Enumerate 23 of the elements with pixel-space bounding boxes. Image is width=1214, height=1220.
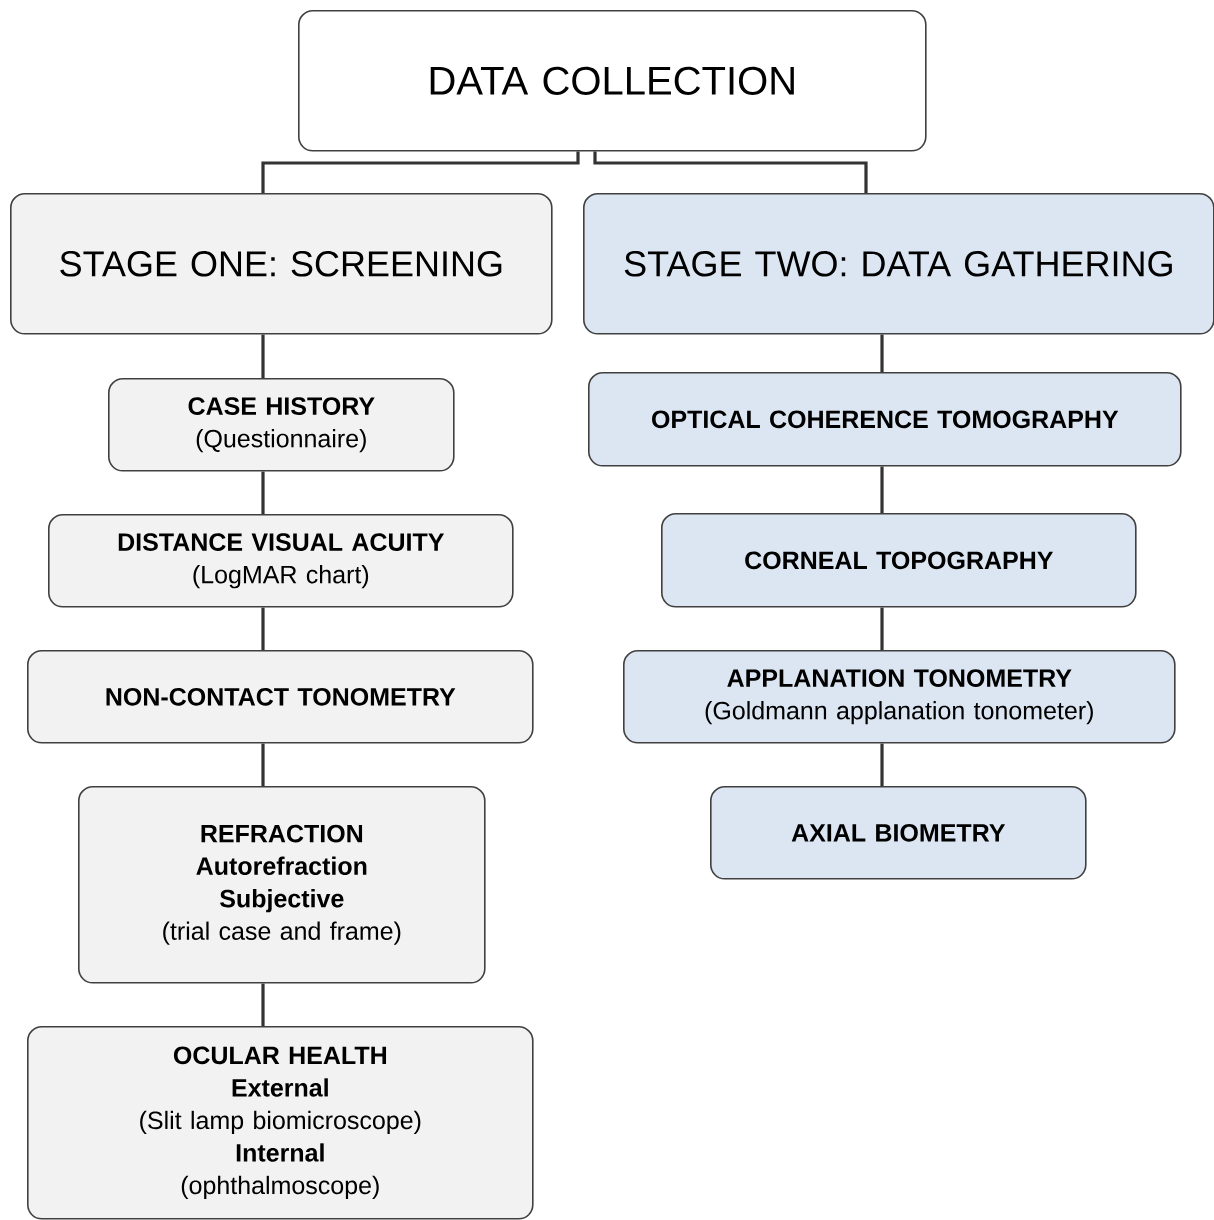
step-box: CASE HISTORY (Questionnaire) (108, 378, 455, 472)
connector-line (880, 743, 884, 786)
stage-box: STAGE ONE: SCREENING (10, 193, 553, 335)
step-box: CORNEAL TOPOGRAPHY (661, 513, 1137, 608)
connector-line (593, 151, 868, 193)
connector-line (261, 983, 265, 1026)
step-box: NON-CONTACT TONOMETRY (27, 650, 534, 744)
connector-line (880, 334, 884, 372)
connector-line (261, 743, 265, 786)
step-box: DISTANCE VISUAL ACUITY (LogMAR chart) (48, 514, 514, 608)
step-box: REFRACTION Autorefraction Subjective (trial case and frame) (78, 786, 486, 984)
title-box: DATA COLLECTION (298, 10, 927, 152)
connector-line (261, 607, 265, 650)
connector-line (880, 466, 884, 513)
connector-line (261, 151, 580, 193)
connector-line (261, 334, 265, 378)
connector-line (880, 607, 884, 650)
stage-box: STAGE TWO: DATA GATHERING (583, 193, 1214, 335)
connector-line (261, 471, 265, 514)
step-box: APPLANATION TONOMETRY (Goldmann applanation tonometer) (623, 650, 1176, 744)
step-box: OCULAR HEALTH External (Slit lamp biomicroscope) Internal (ophthalmoscope) (27, 1026, 534, 1220)
step-box: OPTICAL COHERENCE TOMOGRAPHY (588, 372, 1182, 467)
step-box: AXIAL BIOMETRY (710, 786, 1087, 880)
